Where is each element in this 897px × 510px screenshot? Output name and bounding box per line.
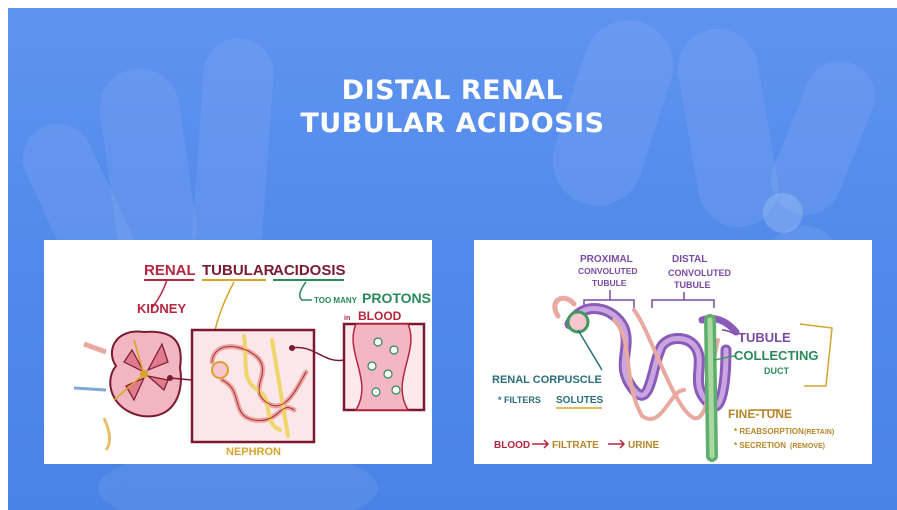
flow-arrow-2: [608, 440, 624, 448]
right-diagram-canvas: PROXIMAL CONVOLUTED TUBULE DISTAL CONVOL…: [474, 240, 872, 464]
kidney-illustration: [74, 332, 181, 450]
fine-tune-label: FINE-TUNE: [728, 407, 792, 421]
connector-tubular-nephron: [214, 282, 234, 335]
connector-acidosis-protons: [300, 282, 312, 300]
protons-label-prefix: TOO MANY: [314, 296, 358, 305]
slide: DISTAL RENAL TUBULAR ACIDOSIS RENAL TUBU…: [8, 8, 897, 510]
nephron-label: NEPHRON: [226, 446, 281, 458]
pct-label-line-2: CONVOLUTED: [578, 266, 638, 276]
slide-title-line-1: DISTAL RENAL: [8, 74, 897, 107]
protons-label: PROTONS: [362, 290, 431, 306]
header-word-renal: RENAL: [144, 262, 196, 279]
duct-label: DUCT: [764, 366, 789, 376]
slide-title: DISTAL RENAL TUBULAR ACIDOSIS: [8, 74, 897, 140]
blood-prefix: in: [344, 315, 350, 322]
remove-label: (REMOVE): [790, 443, 825, 450]
renal-corpuscle-label: RENAL CORPUSCLE: [492, 374, 602, 386]
corpuscle-pointer: [578, 330, 602, 370]
kidney-label: KIDNEY: [137, 301, 186, 316]
flow-filtrate: FILTRATE: [552, 440, 599, 451]
header-word-tubular: TUBULAR: [202, 262, 275, 279]
flow-urine: URINE: [628, 440, 659, 451]
retain-label: (RETAIN): [804, 429, 834, 436]
pct-label-line-3: TUBULE: [592, 278, 627, 288]
dct-label-line-1: DISTAL: [672, 254, 707, 265]
dct-label-line-2: CONVOLUTED: [668, 268, 732, 278]
renal-tubular-acidosis-diagram: RENAL TUBULAR ACIDOSIS KIDNEY TOO MANY P…: [44, 240, 432, 464]
flow-arrow-1: [532, 440, 548, 448]
filters-label: * FILTERS: [498, 395, 541, 405]
blood-label: BLOOD: [358, 309, 402, 323]
slide-title-line-2: TUBULAR ACIDOSIS: [8, 107, 897, 140]
collecting-label: COLLECTING: [734, 348, 819, 363]
tubule-label: TUBULE: [738, 330, 791, 345]
left-diagram-canvas: RENAL TUBULAR ACIDOSIS KIDNEY TOO MANY P…: [44, 240, 432, 464]
header-word-acidosis: ACIDOSIS: [273, 262, 346, 279]
dct-label-line-3: TUBULE: [674, 280, 711, 290]
glomerulus: [568, 312, 588, 332]
dct-bracket: [652, 292, 714, 308]
reabsorption-label: * REABSORPTION: [734, 427, 804, 436]
solutes-label: SOLUTES: [556, 395, 604, 406]
flow-blood: BLOOD: [494, 440, 530, 451]
secretion-label: * SECRETION: [734, 441, 786, 450]
nephron-function-diagram: PROXIMAL CONVOLUTED TUBULE DISTAL CONVOL…: [474, 240, 872, 464]
blood-vessel: [353, 324, 411, 410]
pct-label-line-1: PROXIMAL: [580, 254, 633, 265]
